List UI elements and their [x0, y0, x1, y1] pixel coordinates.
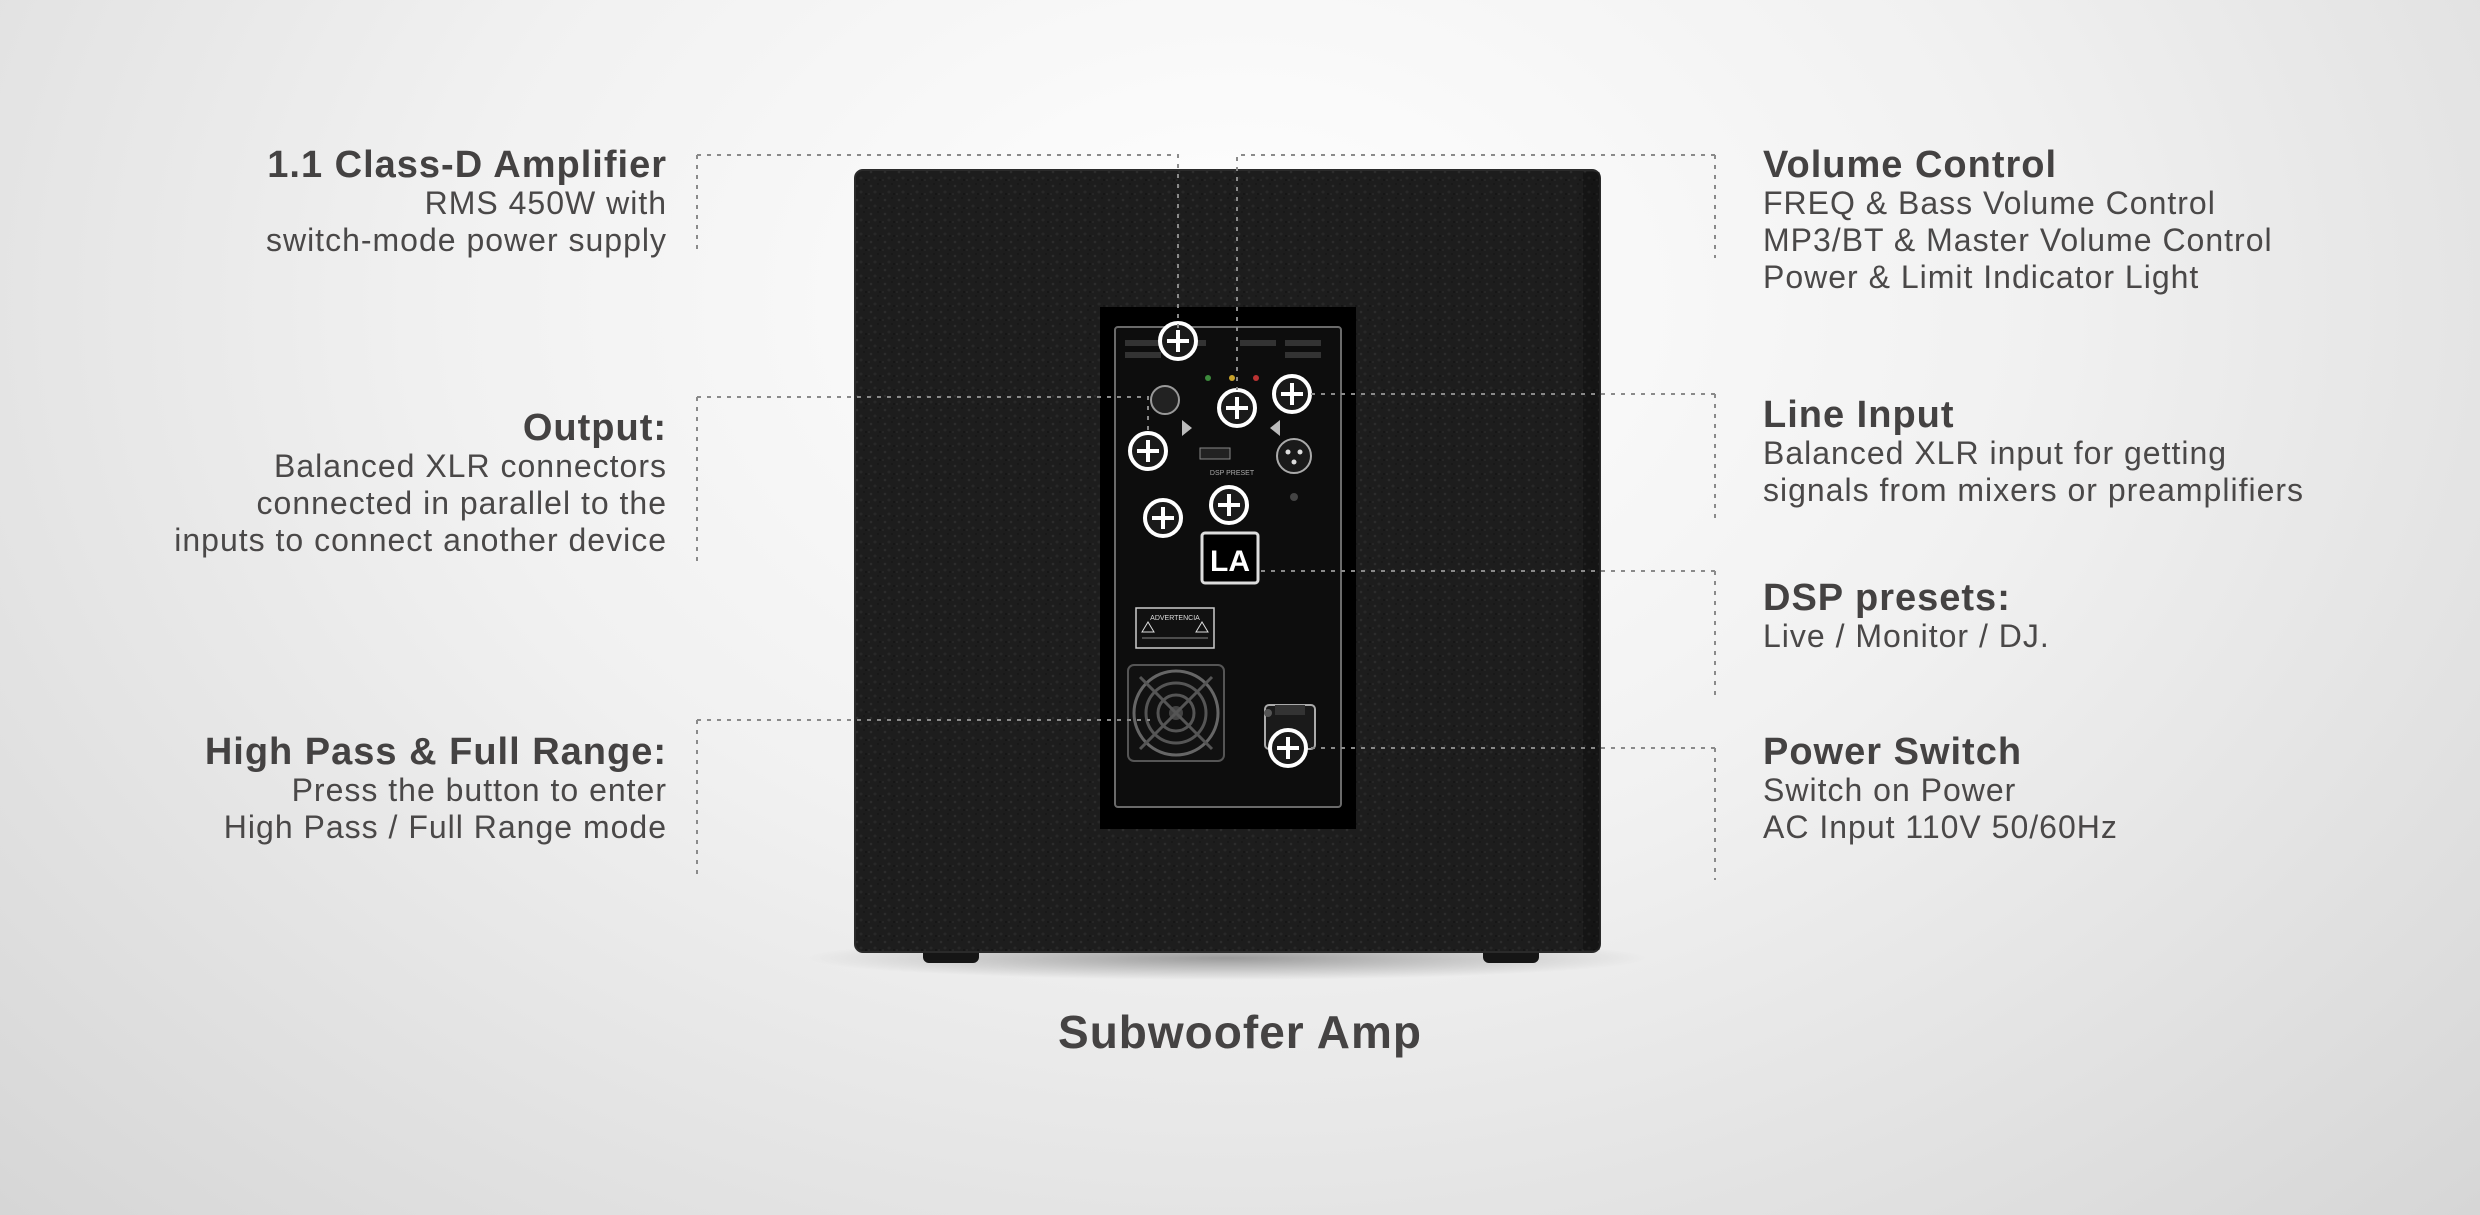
feature-volume-control: Volume Control FREQ & Bass Volume Contro…: [1763, 145, 2273, 296]
feature-line: MP3/BT & Master Volume Control: [1763, 222, 2273, 258]
plus-circle-marker-icon: [1128, 431, 1168, 471]
plus-circle-marker-icon: [1143, 498, 1183, 538]
product-caption: Subwoofer Amp: [1058, 1006, 1422, 1058]
feature-title: DSP presets:: [1763, 577, 2011, 619]
la-logo: LA: [1200, 531, 1260, 585]
feature-line: signals from mixers or preamplifiers: [1763, 472, 2305, 508]
plus-circle-marker-icon: [1272, 374, 1312, 414]
feature-line: Power & Limit Indicator Light: [1763, 259, 2200, 295]
feature-title: High Pass & Full Range:: [204, 731, 667, 773]
plus-circle-marker-icon: [1209, 485, 1249, 525]
feature-output: Output: Balanced XLR connectors connecte…: [174, 408, 667, 559]
panel-logo-text: LA: [1210, 545, 1250, 578]
amplifier-panel: DSP PRESET LA ADVERTENCIA: [1100, 307, 1356, 829]
plus-circle-marker-icon: [1158, 321, 1198, 361]
warning-triangle-icon: [1141, 621, 1155, 633]
feature-line: Switch on Power: [1763, 772, 2017, 808]
feature-line: Live / Monitor / DJ.: [1763, 618, 2050, 654]
warning-label-text: ADVERTENCIA: [1150, 615, 1200, 622]
feature-line: inputs to connect another device: [174, 522, 667, 558]
feature-title: Power Switch: [1763, 731, 2023, 773]
plus-circle-marker-icon: [1268, 728, 1308, 768]
plus-circle-marker-icon: [1217, 388, 1257, 428]
feature-power-switch: Power Switch Switch on Power AC Input 11…: [1763, 732, 2118, 846]
feature-dsp-presets: DSP presets: Live / Monitor / DJ.: [1763, 578, 2050, 655]
feature-title: Volume Control: [1763, 144, 2058, 186]
feature-high-pass-full-range: High Pass & Full Range: Press the button…: [205, 732, 667, 846]
feature-line: RMS 450W with: [424, 185, 667, 221]
feature-line: Balanced XLR connectors: [274, 448, 667, 484]
feature-line: Press the button to enter: [291, 772, 667, 808]
feature-title: 1.1 Class-D Amplifier: [267, 144, 667, 186]
cooling-fan-icon: [1127, 664, 1225, 762]
feature-line: connected in parallel to the: [256, 485, 667, 521]
warning-label: ADVERTENCIA: [1135, 607, 1215, 649]
feature-line-input: Line Input Balanced XLR input for gettin…: [1763, 395, 2304, 509]
warning-triangle-icon: [1195, 621, 1209, 633]
feature-line: switch-mode power supply: [265, 222, 667, 258]
feature-class-d-amplifier: 1.1 Class-D Amplifier RMS 450W with swit…: [266, 145, 667, 259]
feature-line: Balanced XLR input for getting: [1763, 435, 2228, 471]
feature-line: AC Input 110V 50/60Hz: [1763, 809, 2118, 845]
feature-title: Output:: [522, 407, 667, 449]
feature-line: FREQ & Bass Volume Control: [1763, 185, 2216, 221]
dsp-preset-label: DSP PRESET: [1210, 470, 1255, 477]
feature-title: Line Input: [1763, 394, 1955, 436]
feature-line: High Pass / Full Range mode: [223, 809, 667, 845]
